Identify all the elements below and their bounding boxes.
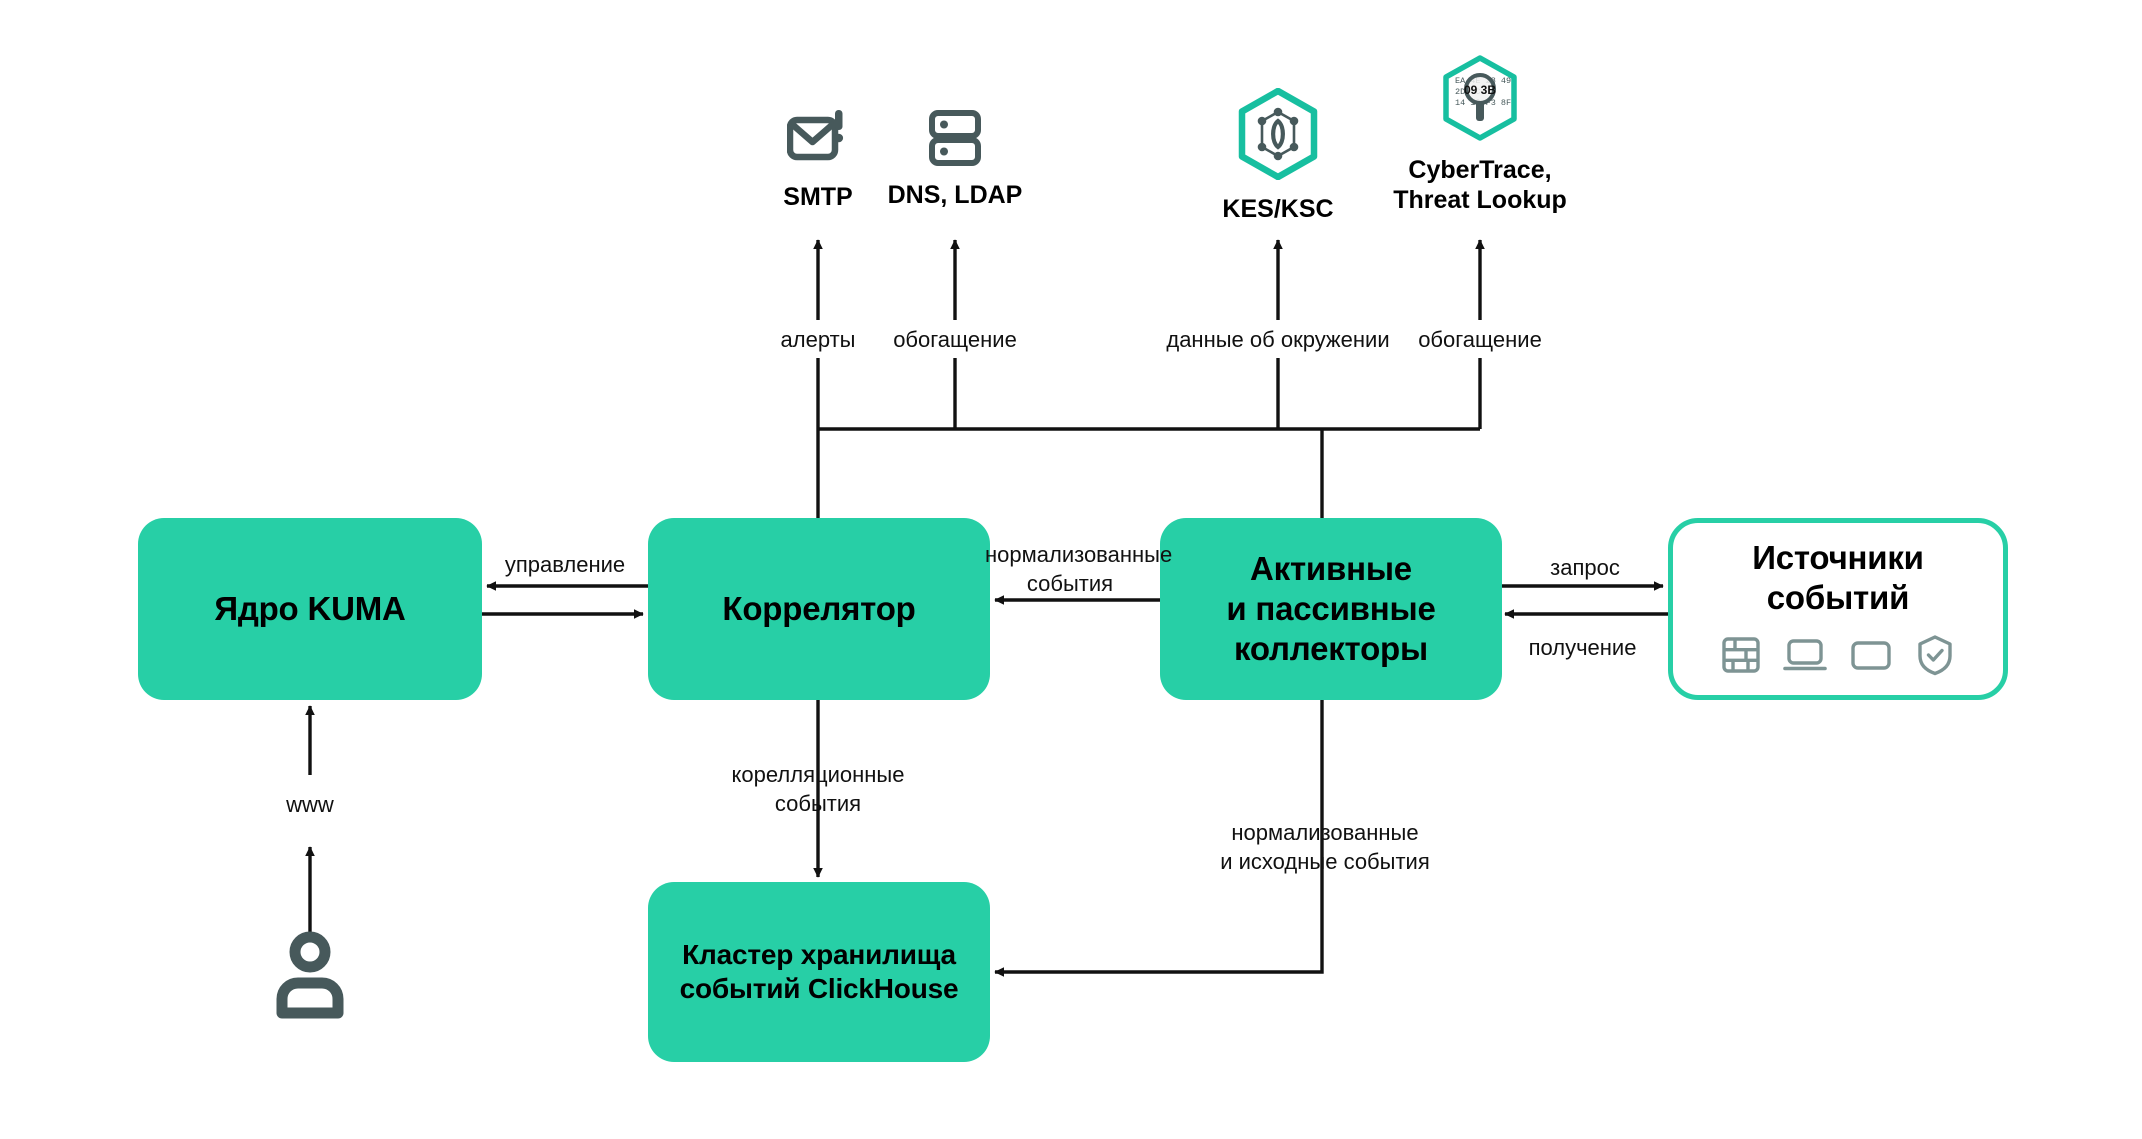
top-service-label: SMTP [783, 183, 853, 211]
node-label: Источники событий [1752, 538, 1924, 616]
node-correlator[interactable]: Коррелятор [648, 518, 990, 700]
svg-text:09 3B: 09 3B [1464, 83, 1496, 97]
top-service-label: CyberTrace, Threat Lookup [1393, 156, 1567, 214]
top-service-kes-ksc[interactable]: KES/KSC [1203, 88, 1353, 224]
node-event-sources[interactable]: Источники событий [1668, 518, 2008, 700]
source-icon-row [1721, 634, 1955, 676]
top-service-label: DNS, LDAP [887, 181, 1023, 209]
top-service-dns-ldap[interactable]: DNS, LDAP [880, 110, 1030, 210]
node-clickhouse-cluster[interactable]: Кластер хранилища событий ClickHouse [648, 882, 990, 1062]
server-rack-icon [929, 110, 981, 166]
node-label: Активные и пассивные коллекторы [1226, 549, 1436, 668]
kaspersky-hexagon-icon [1235, 88, 1321, 180]
top-service-smtp[interactable]: SMTP [743, 108, 893, 212]
node-label: Ядро KUMA [214, 589, 406, 627]
node-label: Кластер хранилища событий ClickHouse [679, 938, 959, 1004]
node-kuma-core[interactable]: Ядро KUMA [138, 518, 482, 700]
flow-label-www: www [286, 792, 334, 817]
laptop-icon [1783, 635, 1827, 675]
flow-label-management: управление [504, 552, 626, 577]
top-service-cybertrace[interactable]: EA 4E 28 49 2D 0C 14 13 F3 8F 09 3B Cybe… [1372, 55, 1588, 215]
uplink-label-env-data: данные об окружении [1166, 327, 1390, 352]
monitor-icon [1849, 635, 1893, 675]
flow-label-receive: получение [1528, 635, 1637, 660]
node-label: Коррелятор [722, 589, 916, 627]
node-collectors[interactable]: Активные и пассивные коллекторы [1160, 518, 1502, 700]
uplink-label-enrich-ct: обогащение [1418, 327, 1542, 352]
uplink-label-alerts: алерты [780, 327, 856, 352]
user-actor[interactable] [268, 930, 352, 1020]
firewall-brick-icon [1721, 635, 1761, 675]
person-icon [268, 930, 352, 1020]
flow-label-normalized-events: нормализованные события [985, 542, 1173, 597]
threat-lookup-hexagon-icon: EA 4E 28 49 2D 0C 14 13 F3 8F 09 3B [1440, 55, 1520, 141]
flow-label-correlation-events: корелляционные события [731, 762, 905, 817]
top-service-label: KES/KSC [1222, 195, 1334, 223]
shield-check-icon [1915, 634, 1955, 676]
flow-label-norm-and-raw: нормализованные и исходные события [1220, 820, 1430, 875]
uplink-label-enrich-dns: обогащение [893, 327, 1017, 352]
mail-alert-icon [787, 108, 849, 168]
flow-label-request: запрос [1550, 555, 1620, 580]
